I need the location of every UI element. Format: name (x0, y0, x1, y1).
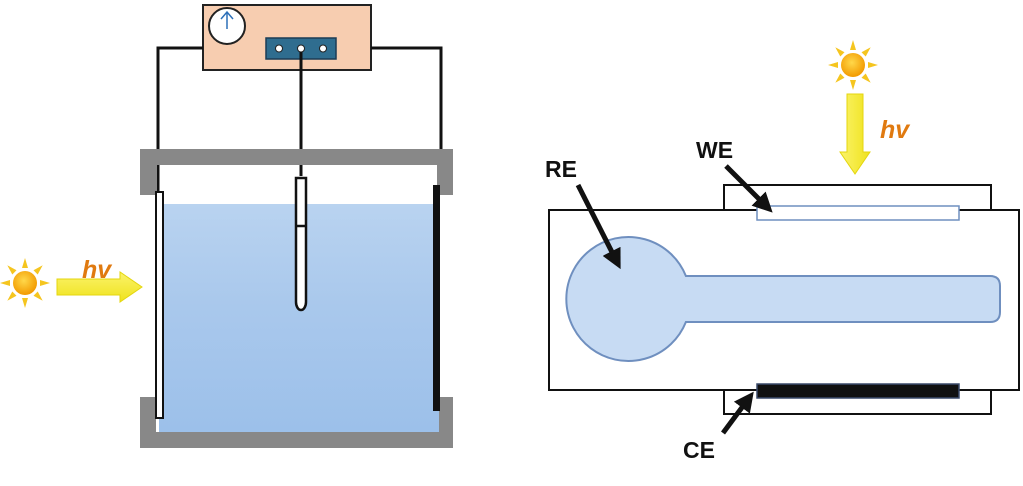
light-label-right: hv (880, 116, 911, 144)
potentiostat (202, 4, 372, 71)
cell-lid (140, 149, 453, 165)
left-cell-group: hv (0, 4, 453, 448)
cell-lid-right-lip (437, 165, 453, 195)
wire-counter-electrode (371, 46, 443, 185)
label-re: RE (545, 156, 577, 182)
re-pointer-arrow (575, 183, 621, 270)
connector-terminal-right (319, 44, 327, 53)
meter-dial-icon (208, 7, 246, 45)
counter-electrode (433, 185, 440, 411)
working-electrode (155, 191, 164, 419)
electrolyte-channel (565, 236, 1001, 362)
ce-pointer-arrow (720, 391, 754, 435)
sun-icon-top (828, 40, 878, 90)
wire-working-electrode (156, 46, 203, 192)
cell-lid-left-lip (140, 165, 156, 195)
cell-base (140, 432, 453, 448)
cell-base-right-lip (437, 397, 453, 432)
counter-electrode-plate (756, 383, 960, 399)
cell-base-left-lip (140, 397, 156, 432)
label-ce: CE (683, 437, 715, 463)
light-arrow-horizontal (56, 271, 143, 303)
we-pointer-arrow (724, 164, 773, 213)
light-arrow-vertical (839, 93, 871, 175)
right-cell-group: RE WE CE hv (545, 40, 1020, 463)
sun-icon (0, 258, 50, 308)
reference-electrode (294, 176, 308, 312)
cell-frame (140, 149, 453, 448)
connector-terminal-left (275, 44, 283, 53)
connector-terminal-middle (297, 44, 305, 53)
label-we: WE (696, 137, 733, 163)
light-label-left: hv (82, 256, 113, 284)
wiring (156, 46, 443, 192)
working-electrode-film (756, 205, 960, 221)
